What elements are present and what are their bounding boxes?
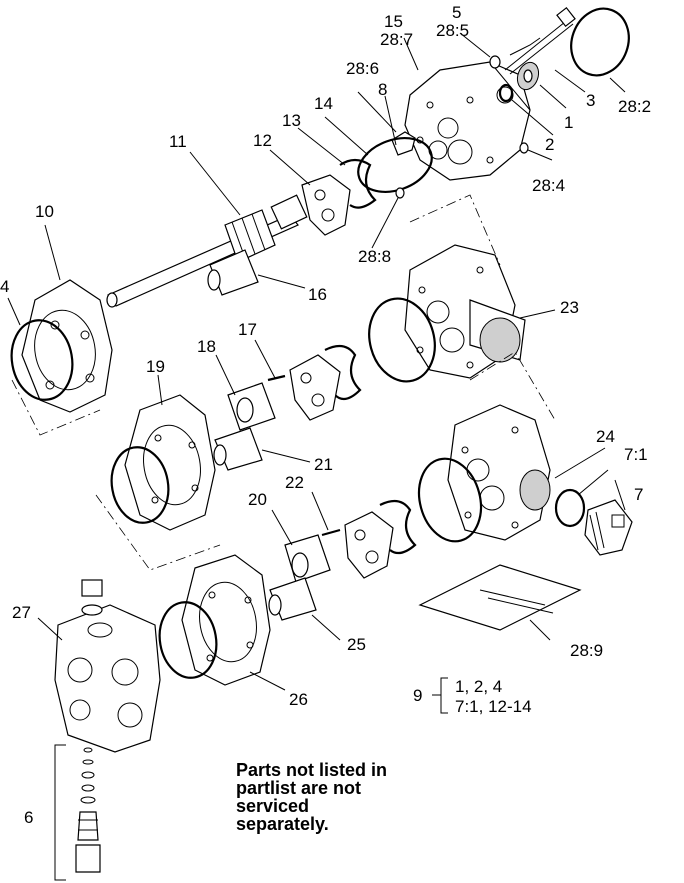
callout-7: 7 bbox=[634, 485, 643, 504]
drive-shaft-11 bbox=[106, 194, 308, 308]
callout-18: 18 bbox=[197, 337, 216, 356]
valve-body-27 bbox=[54, 579, 161, 753]
o-ring-19 bbox=[110, 446, 170, 524]
bearing-1 bbox=[516, 61, 540, 91]
pin-17 bbox=[267, 374, 286, 382]
washer-28-5 bbox=[489, 55, 501, 69]
o-ring-4 bbox=[10, 319, 74, 401]
kit-legend: 9 1, 2, 4 7:1, 12-14 bbox=[413, 677, 532, 716]
gasket-14 bbox=[357, 137, 433, 193]
callout-labels: 15 28:7 5 28:5 28:6 8 14 13 12 11 3 28:2… bbox=[0, 3, 651, 827]
bolt-5 bbox=[504, 6, 576, 75]
note-line-3: serviced bbox=[236, 796, 309, 816]
callout-28-5: 28:5 bbox=[436, 21, 469, 40]
note-line-2: partlist are not bbox=[236, 778, 361, 798]
leader-lines bbox=[7, 32, 626, 691]
gasket-middle bbox=[368, 297, 436, 383]
callout-28-4: 28:4 bbox=[532, 176, 565, 195]
callout-28-8: 28:8 bbox=[358, 247, 391, 266]
gear-18 bbox=[227, 382, 276, 431]
callout-4: 4 bbox=[0, 277, 9, 296]
gear-20 bbox=[284, 534, 331, 583]
kit-bracket bbox=[432, 677, 448, 714]
callout-16: 16 bbox=[308, 285, 327, 304]
plug-7 bbox=[584, 499, 633, 556]
gear-21 bbox=[213, 427, 263, 471]
callout-20: 20 bbox=[248, 490, 267, 509]
pin-22 bbox=[321, 528, 341, 537]
callout-22: 22 bbox=[285, 473, 304, 492]
callout-23: 23 bbox=[560, 298, 579, 317]
callout-24: 24 bbox=[596, 427, 615, 446]
kit-line-1: 1, 2, 4 bbox=[455, 677, 502, 696]
driven-gear-16 bbox=[207, 249, 259, 296]
seal-13 bbox=[339, 158, 377, 209]
callout-21: 21 bbox=[314, 455, 333, 474]
callout-12: 12 bbox=[253, 131, 272, 150]
service-note: Parts not listed in partlist are not ser… bbox=[236, 760, 387, 834]
callout-1: 1 bbox=[564, 113, 573, 132]
gear-25 bbox=[268, 577, 317, 621]
callout-15: 15 bbox=[384, 12, 403, 31]
wear-plate-middle bbox=[289, 354, 341, 421]
callout-25: 25 bbox=[347, 635, 366, 654]
callout-28-6: 28:6 bbox=[346, 59, 379, 78]
callout-28-9: 28:9 bbox=[570, 641, 603, 660]
callout-2: 2 bbox=[545, 135, 554, 154]
parts-bag-28-9 bbox=[418, 564, 582, 631]
bracket-6 bbox=[54, 744, 66, 881]
callout-28-7: 28:7 bbox=[380, 30, 413, 49]
gear-housing-23 bbox=[404, 244, 526, 379]
seal-ring-7-1 bbox=[554, 488, 586, 528]
mounting-flange-10 bbox=[21, 279, 113, 413]
callout-13: 13 bbox=[282, 111, 301, 130]
callout-19: 19 bbox=[146, 357, 165, 376]
callout-3: 3 bbox=[586, 91, 595, 110]
ring-28-8 bbox=[395, 187, 405, 199]
seal-lower bbox=[379, 499, 417, 555]
assembly-centerlines bbox=[11, 194, 556, 571]
callout-26: 26 bbox=[289, 690, 308, 709]
ring-2 bbox=[498, 83, 514, 103]
kit-number: 9 bbox=[413, 686, 422, 705]
port-24 bbox=[519, 469, 551, 511]
section-plate-19 bbox=[124, 394, 216, 531]
o-ring-26 bbox=[158, 601, 218, 679]
wear-plate-12 bbox=[301, 174, 351, 236]
wear-plate-lower bbox=[344, 511, 394, 579]
callout-11: 11 bbox=[169, 132, 187, 151]
note-line-4: separately. bbox=[236, 814, 329, 834]
seal-middle bbox=[324, 344, 362, 401]
callout-6: 6 bbox=[24, 808, 33, 827]
note-line-1: Parts not listed in bbox=[236, 760, 387, 780]
valve-stack-6 bbox=[75, 747, 101, 873]
rear-cover-15 bbox=[404, 61, 531, 181]
callout-27: 27 bbox=[12, 603, 31, 622]
callout-17: 17 bbox=[238, 320, 257, 339]
callout-10: 10 bbox=[35, 202, 54, 221]
callout-5: 5 bbox=[452, 3, 461, 22]
kit-line-2: 7:1, 12-14 bbox=[455, 697, 532, 716]
callout-7-1: 7:1 bbox=[624, 445, 648, 464]
seal-ring-3 bbox=[570, 7, 630, 77]
callout-14: 14 bbox=[314, 94, 333, 113]
washer-28-4 bbox=[519, 142, 529, 154]
gasket-lower bbox=[417, 457, 483, 543]
callout-8: 8 bbox=[378, 80, 387, 99]
callout-28-2: 28:2 bbox=[618, 97, 651, 116]
section-plate-26 bbox=[181, 554, 271, 686]
